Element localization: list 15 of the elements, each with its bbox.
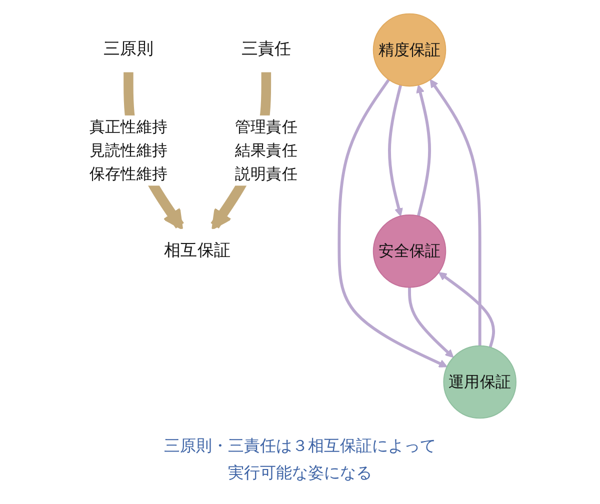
caption: 三原則・三責任は３相互保証によって実行可能な姿になる <box>163 435 437 484</box>
arrow <box>416 84 432 216</box>
arrow <box>430 79 482 346</box>
node-text: 三責任 <box>241 39 292 59</box>
node-text: 相互保証 <box>164 240 231 260</box>
node-circle: 運用保証 <box>443 345 516 419</box>
arrow <box>388 84 403 217</box>
arrow <box>338 78 448 368</box>
arrow <box>438 272 496 348</box>
node-circle: 安全保証 <box>372 214 446 288</box>
edge-label: 真正性維持見読性維持保存性維持 <box>89 117 168 183</box>
arrow <box>408 287 454 358</box>
node-text: 三原則 <box>104 39 154 59</box>
edge-label: 管理責任結果責任説明責任 <box>234 117 298 183</box>
node-circle: 精度保証 <box>372 13 446 87</box>
